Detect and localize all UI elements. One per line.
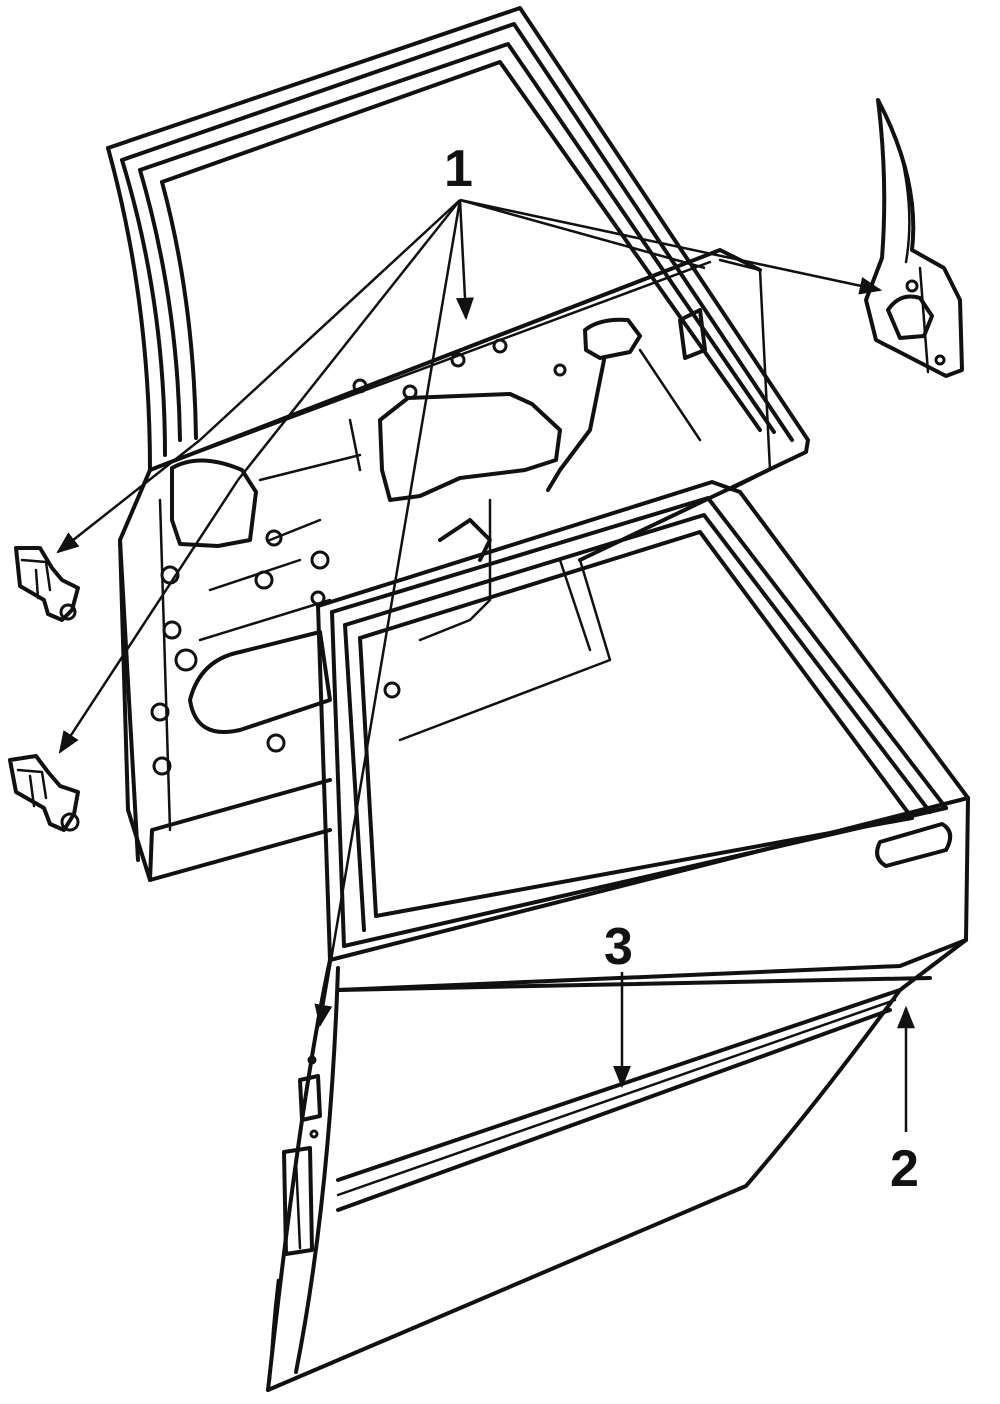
lower-hinge (8, 754, 80, 832)
callout-1-leaders (56, 198, 883, 1028)
pillar-reinforcement (864, 98, 964, 378)
callout-1: 1 (444, 140, 473, 198)
callout-3: 3 (604, 918, 633, 976)
leader-1-f (314, 199, 462, 1028)
outer-door-skin (266, 480, 970, 1392)
callout-2: 2 (890, 1140, 919, 1198)
leader-1-c (455, 199, 474, 321)
leader-1-d (459, 198, 706, 270)
leader-1-a (199, 199, 461, 441)
leader-1-g (56, 439, 201, 554)
upper-hinge (14, 546, 80, 622)
leader-1-e (459, 198, 883, 295)
leader-1-h (58, 479, 240, 754)
inner-door-shell (106, 6, 810, 882)
leader-1-b (237, 199, 461, 481)
